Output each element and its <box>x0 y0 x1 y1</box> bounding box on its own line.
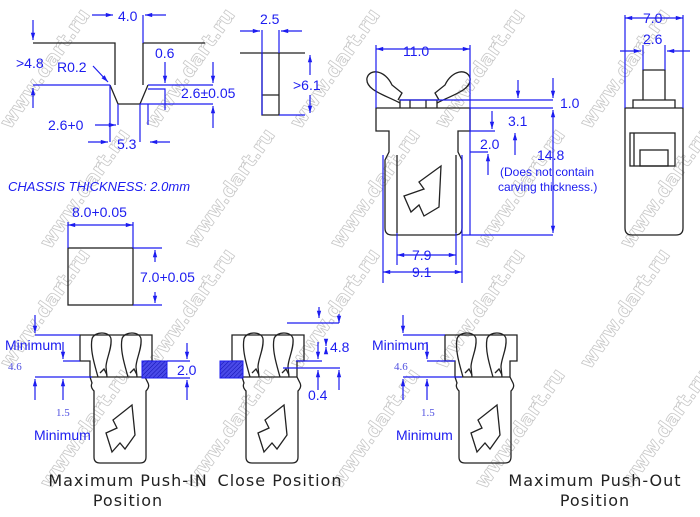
dim-inner-width: 7.9 <box>412 247 432 263</box>
dim-gap: 2.0 <box>480 136 500 152</box>
dim-bottom: 1.5 <box>421 407 435 419</box>
dim-width: 4.0 <box>118 8 138 24</box>
dim-slot: 2.6+0 <box>48 117 84 133</box>
hook-cutout <box>105 403 136 454</box>
note-line1: (Does not contain <box>500 165 594 179</box>
notch-view: 4.0 >4.8 R0.2 0.6 2.6±0.05 2.6+0 5.3 <box>16 8 236 152</box>
watermark-text: www.dart.ru <box>284 4 384 133</box>
spring-hooks <box>99 367 138 376</box>
dim-top-offset: 1.0 <box>560 95 580 111</box>
min-label-top: Minimum <box>5 337 62 353</box>
dim-top: 4.6 <box>8 361 22 373</box>
front-view: 11.0 1.0 3.1 2.0 14.8 (Does not contain … <box>366 43 597 283</box>
plate-outline <box>231 334 305 464</box>
dim-hole-width: 8.0+0.05 <box>72 204 127 220</box>
dim-top-width: 11.0 <box>403 43 429 59</box>
dim-hole-height: 7.0+0.05 <box>140 269 195 285</box>
dim-chassis: 2.0 <box>177 362 197 378</box>
watermark-text: www.dart.ru <box>574 244 674 373</box>
dim-height: 4.8 <box>330 339 350 355</box>
chassis-section-hatch <box>219 360 244 379</box>
caption-line1: Close Position <box>218 471 343 490</box>
dim-stem-width: 2.6 <box>643 31 663 47</box>
push-in-dimensions: Minimum 4.6 1.5 Minimum 2.0 Maximum Push… <box>5 315 207 510</box>
dim-radius: R0.2 <box>57 59 87 75</box>
assembly-push-out <box>444 332 518 464</box>
dim-outer-width: 9.1 <box>412 264 432 280</box>
dim-height: >4.8 <box>16 55 44 71</box>
assembly-close <box>231 332 305 464</box>
dim-height: 14.8 <box>537 147 564 163</box>
hook-cutout <box>257 403 288 454</box>
dim-bottom: 5.3 <box>117 136 137 152</box>
plate-outline <box>79 334 153 464</box>
push-out-dimensions: Minimum 4.6 1.5 Minimum Maximum Push-Out… <box>372 315 681 510</box>
dim-gap: 0.4 <box>308 387 328 403</box>
plate-outline <box>444 334 518 464</box>
small-side-view: 2.5 >6.1 <box>240 11 321 116</box>
spring-clips <box>90 332 142 378</box>
dim-top: 4.6 <box>394 361 408 373</box>
chassis-thickness-note: CHASSIS THICKNESS: 2.0mm <box>8 179 190 194</box>
spring-hooks <box>464 367 503 376</box>
watermark-text: www.dart.ru <box>139 244 239 373</box>
dim-step: 0.6 <box>155 45 175 61</box>
hook-cutout <box>470 403 501 454</box>
spring-hooks <box>251 367 290 376</box>
watermark-text: www.dart.ru <box>324 124 424 253</box>
caption-line2: Position <box>560 491 630 510</box>
assembly-push-in <box>79 332 153 464</box>
note-line2: carving thickness.) <box>498 180 597 194</box>
dim-bottom: 1.5 <box>56 407 70 419</box>
dim-width: 2.5 <box>260 11 280 27</box>
dim-height: >6.1 <box>293 77 321 93</box>
min-label-top: Minimum <box>372 337 429 353</box>
chassis-hole-view: CHASSIS THICKNESS: 2.0mm 8.0+0.05 7.0+0.… <box>8 179 195 306</box>
side-view: 7.0 2.6 <box>620 10 690 236</box>
chassis-section-hatch <box>141 360 168 379</box>
min-label-bottom: Minimum <box>34 427 91 443</box>
min-label-bottom: Minimum <box>396 427 453 443</box>
dim-width: 7.0 <box>643 10 663 26</box>
dim-flange: 3.1 <box>508 113 528 129</box>
watermark-text: www.dart.ru <box>139 4 239 133</box>
caption-line2: Position <box>93 491 163 510</box>
watermark-text: www.dart.ru <box>179 124 279 253</box>
dim-depth: 2.6±0.05 <box>181 85 236 101</box>
caption-line1: Maximum Push-Out <box>508 471 681 490</box>
close-dimensions: 4.8 0.4 Close Position <box>218 307 350 490</box>
spring-clips <box>242 332 294 378</box>
spring-clips <box>455 332 507 378</box>
caption-line1: Maximum Push-IN <box>48 471 207 490</box>
